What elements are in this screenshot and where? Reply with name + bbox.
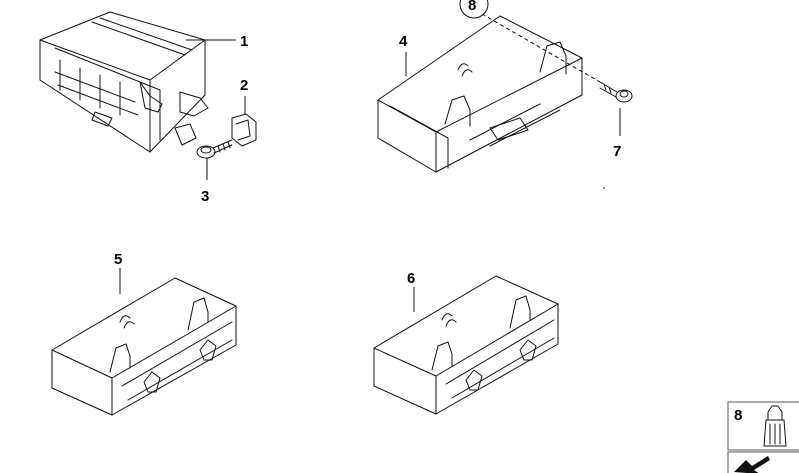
part-7-screw[interactable] <box>599 81 633 103</box>
stray-dot <box>603 187 605 189</box>
callout-6: 6 <box>407 270 415 287</box>
assembly-line <box>481 13 601 83</box>
arrow-icon <box>734 456 770 473</box>
part-2-clip[interactable] <box>231 113 257 147</box>
part-1-holder-bracket[interactable] <box>39 11 209 153</box>
part-3-screw[interactable] <box>196 139 233 159</box>
callout-5: 5 <box>114 251 122 268</box>
callout-8-circle: 8 <box>459 0 489 19</box>
part-4-carrier[interactable] <box>377 15 583 173</box>
part-6-carrier[interactable] <box>373 275 559 415</box>
legend-box: 8 <box>727 401 799 473</box>
legend-number: 8 <box>734 407 742 424</box>
callout-1: 1 <box>240 33 248 50</box>
callout-2: 2 <box>240 77 248 94</box>
expanding-rivet-icon <box>763 405 787 447</box>
callout-8: 8 <box>468 0 476 14</box>
callout-7: 7 <box>613 143 621 160</box>
callout-3: 3 <box>201 188 209 205</box>
callout-4: 4 <box>399 33 408 50</box>
part-5-carrier[interactable] <box>51 277 237 416</box>
